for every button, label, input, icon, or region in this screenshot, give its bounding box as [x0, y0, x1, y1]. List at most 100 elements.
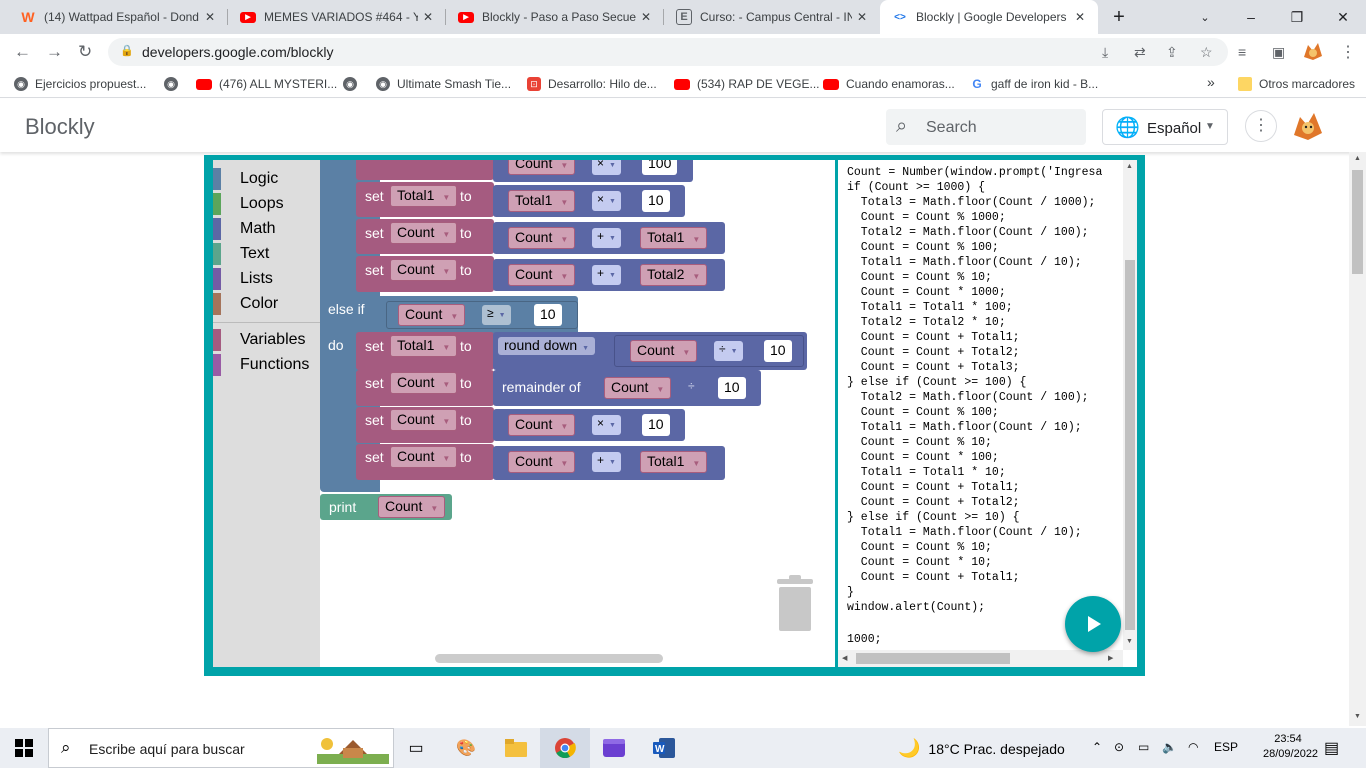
bookmark-item[interactable]: ◉Ultimate Smash Tie... [376, 77, 511, 91]
tab-search-icon[interactable]: ⌄ [1200, 11, 1210, 24]
number-100[interactable]: 100 [642, 160, 678, 175]
toolbox-category-logic[interactable]: Logic [213, 168, 278, 190]
code-vertical-scrollbar[interactable]: ▲ ▼ [1123, 160, 1137, 650]
variable-count[interactable]: Count▼ [390, 222, 458, 244]
toolbox-category-color[interactable]: Color [213, 293, 278, 315]
variable-count[interactable]: Count▼ [508, 160, 576, 175]
chrome-icon[interactable] [540, 728, 590, 768]
scroll-left-arrow-icon[interactable]: ◀ [842, 655, 848, 662]
variable-count[interactable]: Count▼ [398, 304, 466, 326]
operator-multiply[interactable]: ×▼ [592, 415, 621, 435]
install-icon[interactable]: ⤓ [1102, 44, 1109, 60]
toolbox-category-functions[interactable]: Functions [213, 354, 309, 376]
tab-blockly-developers[interactable]: <> Blockly | Google Developers ✕ [880, 0, 1098, 34]
site-search[interactable]: ⌕ Search [886, 109, 1086, 145]
more-options-button[interactable]: ⋮ [1245, 110, 1277, 142]
variable-total1[interactable]: Total1▼ [390, 335, 458, 357]
operator-plus[interactable]: +▼ [592, 452, 621, 472]
toolbox-category-math[interactable]: Math [213, 218, 276, 240]
variable-total1[interactable]: Total1▼ [640, 451, 708, 473]
word-icon[interactable]: W [650, 734, 678, 762]
input-language[interactable]: ESP [1214, 740, 1239, 754]
side-panel-icon[interactable]: ▣ [1272, 44, 1286, 60]
toolbox-category-text[interactable]: Text [213, 243, 269, 265]
bookmark-item[interactable]: (534) RAP DE VEGE... [674, 77, 820, 91]
operator-divide[interactable]: ÷▼ [714, 341, 743, 361]
variable-count[interactable]: Count▼ [630, 340, 698, 362]
clipchamp-icon[interactable] [600, 734, 628, 762]
trash-can-icon[interactable] [775, 575, 815, 635]
blockly-workspace[interactable]: else if do Count▼ ≥▼ 10 Count▼ ×▼ 100 se… [320, 160, 835, 667]
address-bar[interactable]: 🔒 developers.google.com/blockly ⤓ ⇄ ⇪ ☆ [108, 38, 1228, 66]
variable-count[interactable]: Count▼ [604, 377, 672, 399]
new-tab-button[interactable]: + [1113, 5, 1125, 28]
number-10[interactable]: 10 [642, 414, 670, 436]
browser-menu-icon[interactable]: ⋮ [1340, 44, 1356, 61]
maximize-button[interactable]: ❐ [1290, 8, 1304, 25]
set-block[interactable] [356, 160, 494, 180]
variable-count[interactable]: Count▼ [390, 259, 458, 281]
language-select[interactable]: 🌐 Español ▼ [1102, 109, 1228, 145]
operator-multiply[interactable]: ×▼ [592, 160, 621, 175]
scroll-down-arrow-icon[interactable]: ▼ [1126, 638, 1133, 645]
tab-close-icon[interactable]: ✕ [640, 10, 652, 24]
minimize-button[interactable]: – [1247, 9, 1255, 25]
clock[interactable]: 23:54 28/09/2022 [1263, 732, 1318, 762]
variable-total1[interactable]: Total1▼ [508, 190, 576, 212]
tab-close-icon[interactable]: ✕ [1074, 10, 1086, 24]
scroll-right-arrow-icon[interactable]: ▶ [1108, 655, 1114, 662]
back-icon[interactable]: ← [14, 42, 31, 61]
variable-count[interactable]: Count▼ [390, 446, 458, 468]
run-button[interactable] [1065, 596, 1121, 652]
number-10[interactable]: 10 [764, 340, 792, 362]
toolbox-category-lists[interactable]: Lists [213, 268, 273, 290]
scroll-thumb[interactable] [1352, 170, 1363, 274]
scroll-down-arrow-icon[interactable]: ▼ [1354, 713, 1361, 720]
bookmark-item[interactable]: ◉Ejercicios propuest... [14, 77, 146, 91]
translate-icon[interactable]: ⇄ [1134, 44, 1146, 60]
other-bookmarks-folder[interactable]: Otros marcadores [1238, 77, 1355, 91]
tab-blockly-video[interactable]: ▶ Blockly - Paso a Paso Secuen ✕ [446, 0, 664, 34]
bookmarks-more-icon[interactable]: » [1207, 74, 1215, 90]
operator-gte[interactable]: ≥▼ [482, 305, 511, 325]
battery-icon[interactable]: ▭ [1138, 740, 1150, 754]
variable-count[interactable]: Count▼ [378, 496, 446, 518]
variable-count[interactable]: Count▼ [390, 372, 458, 394]
windows-start-icon[interactable] [10, 734, 38, 762]
volume-icon[interactable]: 🔈 [1162, 740, 1177, 754]
file-explorer-icon[interactable] [502, 734, 530, 762]
tab-close-icon[interactable]: ✕ [856, 10, 868, 24]
site-title[interactable]: Blockly [25, 114, 95, 139]
scroll-thumb[interactable] [856, 653, 1010, 664]
profile-avatar[interactable] [1302, 41, 1324, 66]
close-window-button[interactable]: ✕ [1337, 8, 1349, 25]
variable-count[interactable]: Count▼ [508, 227, 576, 249]
variable-count[interactable]: Count▼ [508, 414, 576, 436]
tab-close-icon[interactable]: ✕ [422, 10, 434, 24]
scroll-thumb[interactable] [1125, 260, 1135, 630]
bookmark-star-icon[interactable]: ☆ [1200, 44, 1213, 60]
weather-widget[interactable]: 🌙 18°C Prac. despejado [898, 738, 1065, 759]
variable-count[interactable]: Count▼ [508, 451, 576, 473]
lock-icon[interactable]: 🔒 [120, 45, 134, 57]
scroll-up-arrow-icon[interactable]: ▲ [1126, 163, 1133, 170]
bookmark-item[interactable]: ⊡Desarrollo: Hilo de... [527, 77, 657, 91]
account-avatar[interactable] [1292, 111, 1324, 141]
show-hidden-icons[interactable]: ⌃ [1092, 740, 1103, 754]
bookmark-item[interactable]: ◉ [164, 77, 185, 91]
bookmark-item[interactable]: ◉ [343, 77, 364, 91]
variable-count[interactable]: Count▼ [508, 264, 576, 286]
variable-total2[interactable]: Total2▼ [640, 264, 708, 286]
number-10[interactable]: 10 [642, 190, 670, 212]
variable-total1[interactable]: Total1▼ [640, 227, 708, 249]
number-10[interactable]: 10 [718, 377, 746, 399]
toolbox-category-variables[interactable]: Variables [213, 329, 306, 351]
wifi-icon[interactable]: ◠ [1188, 740, 1199, 754]
variable-count[interactable]: Count▼ [390, 409, 458, 431]
task-view-icon[interactable]: ▭ [408, 740, 424, 757]
operator-plus[interactable]: +▼ [592, 265, 621, 285]
tab-close-icon[interactable]: ✕ [204, 10, 216, 24]
variable-total1[interactable]: Total1▼ [390, 185, 458, 207]
number-10[interactable]: 10 [534, 304, 562, 326]
